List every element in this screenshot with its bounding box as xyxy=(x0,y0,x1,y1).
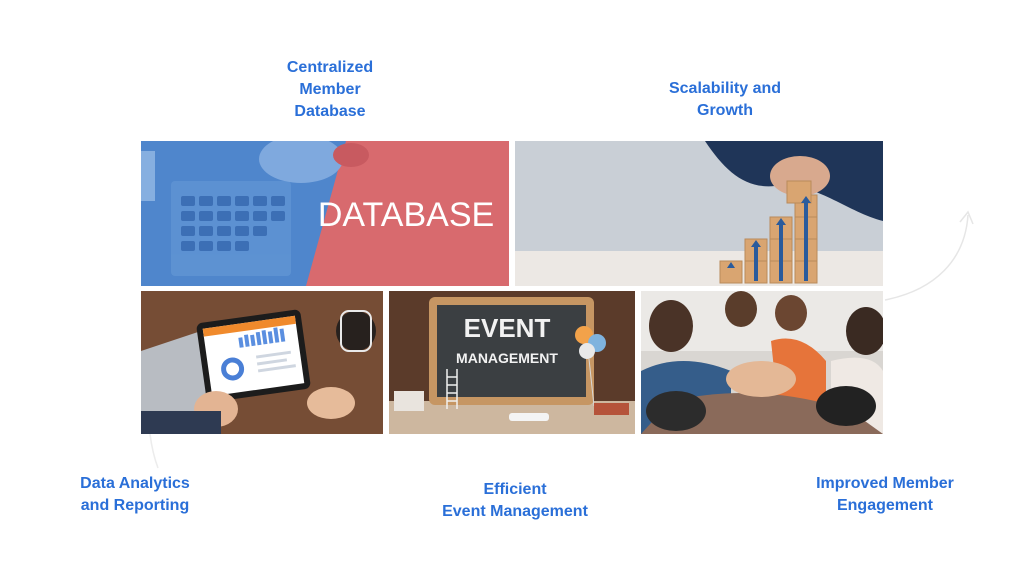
database-image: DATABASE xyxy=(141,141,509,286)
label-data-analytics-and-reporting: Data Analytics and Reporting xyxy=(80,475,190,514)
label-scalability-and-growth: Scalability and Growth xyxy=(668,80,782,119)
label-centralized-member-database: Centralized Member Database xyxy=(286,59,374,120)
tablet-analytics-image xyxy=(141,291,383,434)
event-management-image: EVENT MANAGEMENT xyxy=(389,291,635,434)
event-board-line1: EVENT xyxy=(464,313,551,343)
label-improved-member-engagement: Improved Member Engagement xyxy=(816,475,954,514)
label-efficient-event-management: Efficient Event Management xyxy=(442,481,588,520)
event-board-line2: MANAGEMENT xyxy=(456,350,558,366)
team-hands-together-image xyxy=(641,291,883,434)
growth-blocks-image xyxy=(515,141,883,286)
database-sign-text: DATABASE xyxy=(318,196,494,234)
